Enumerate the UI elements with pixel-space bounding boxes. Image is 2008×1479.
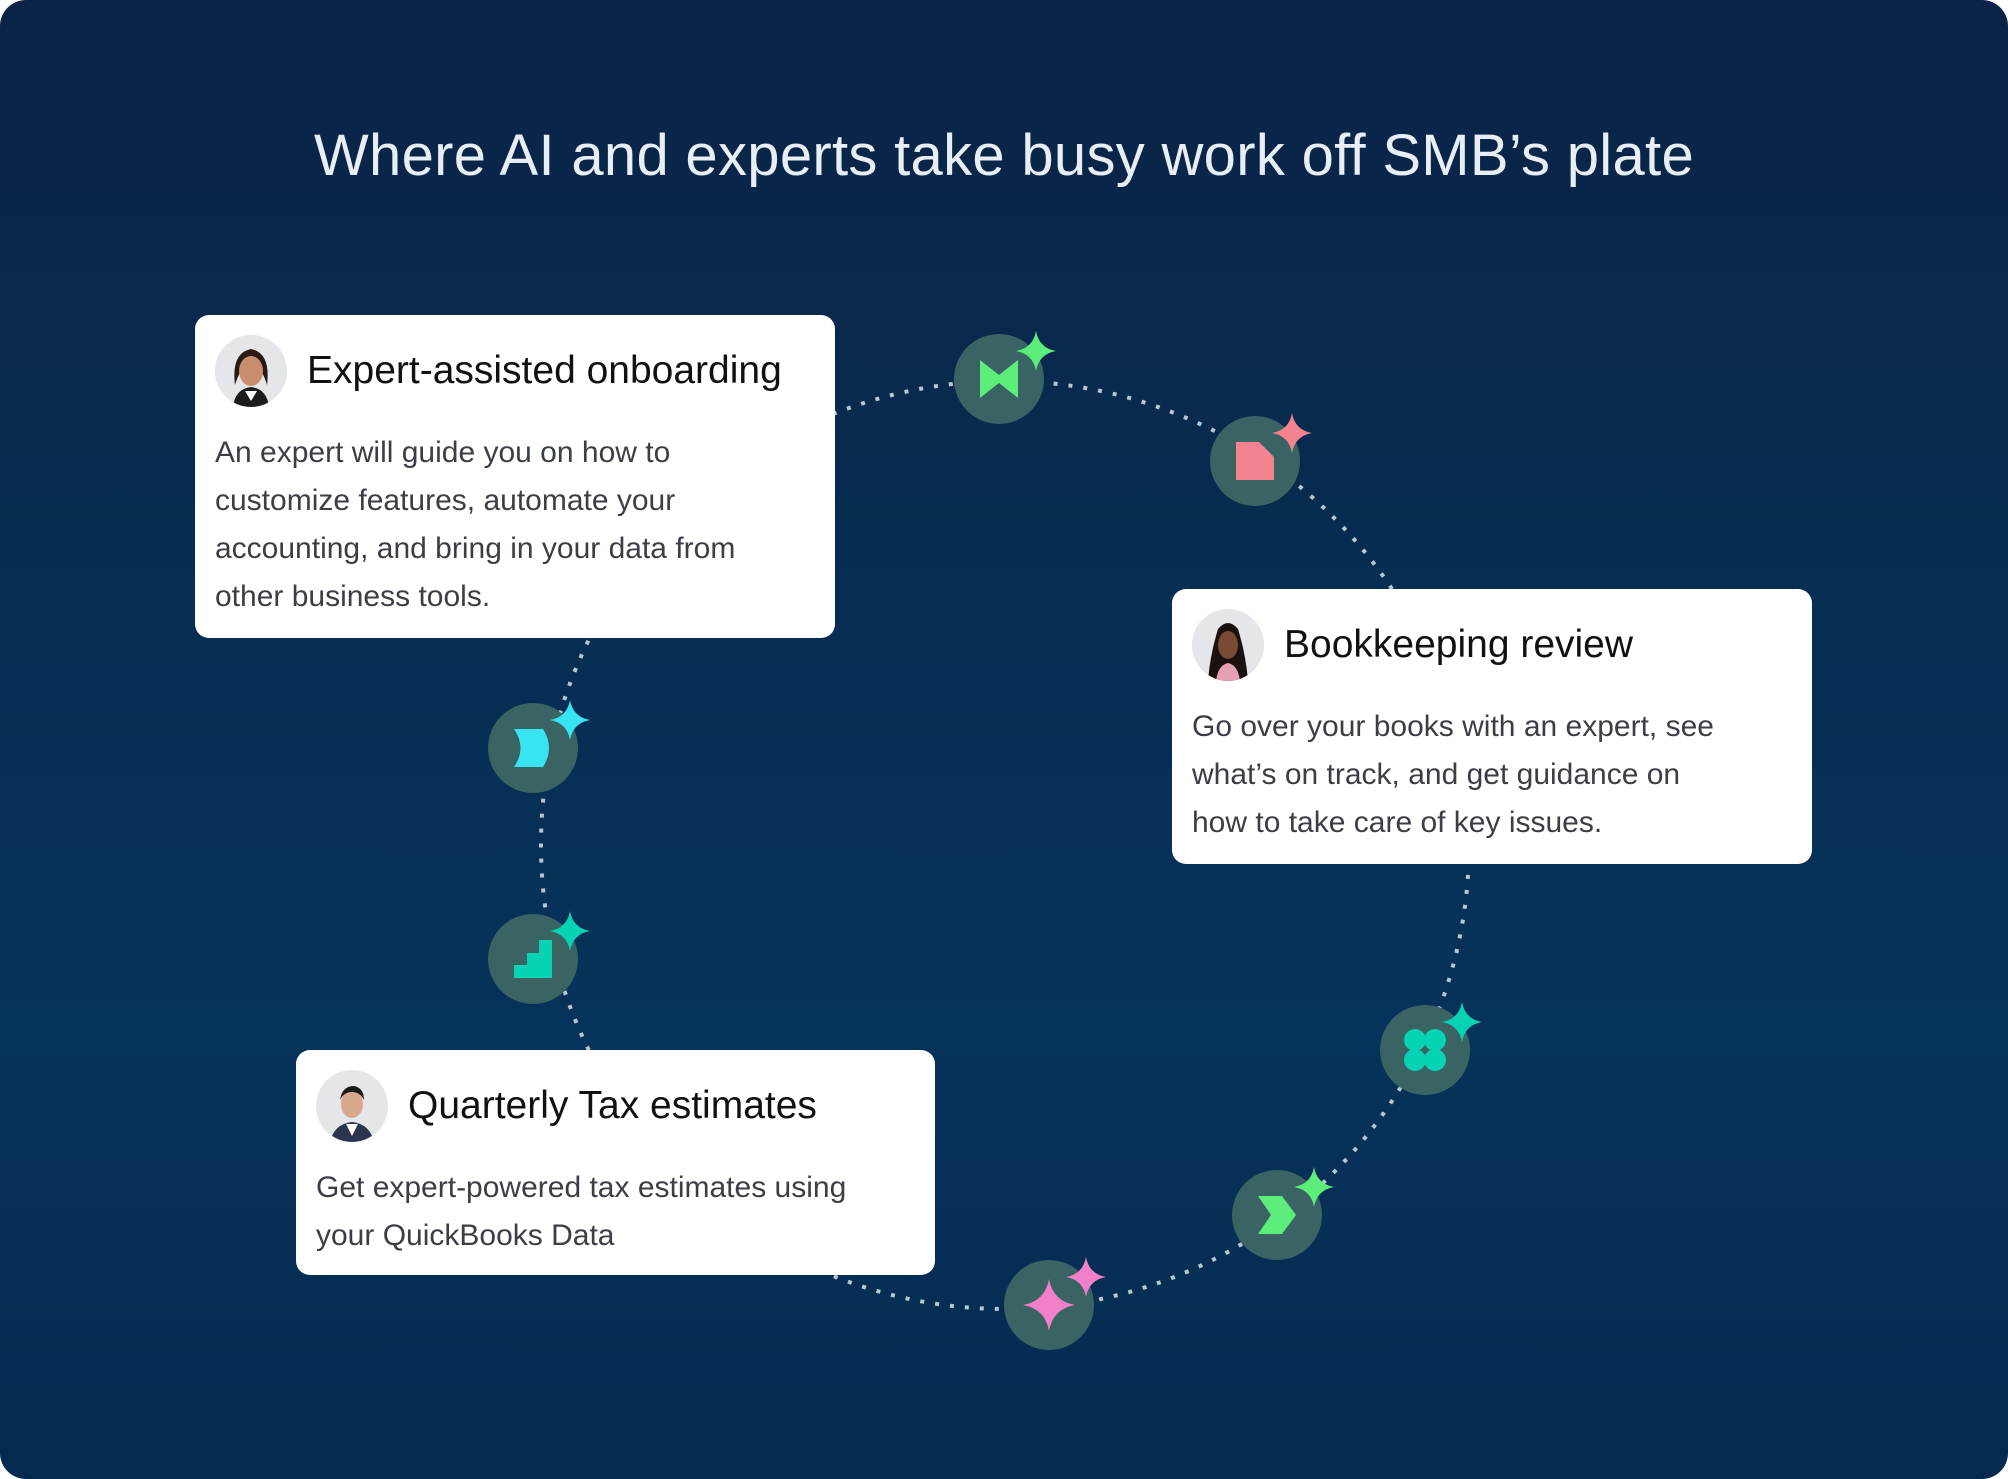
description-line: your QuickBooks Data — [316, 1219, 615, 1252]
card-description: Go over your books with an expert, see w… — [1192, 703, 1792, 847]
accent-sparkle-icon — [1442, 1002, 1482, 1042]
description-line: customize features, automate your — [215, 484, 676, 517]
accent-sparkle-icon — [550, 911, 590, 951]
cycle-node — [1232, 1167, 1334, 1260]
accent-sparkle-icon — [1294, 1167, 1334, 1207]
accent-sparkle-icon — [1272, 413, 1312, 453]
description-line: other business tools. — [215, 580, 491, 613]
card-bookkeeping-review: Bookkeeping review Go over your books wi… — [1172, 589, 1812, 864]
cycle-node — [954, 331, 1056, 424]
clover-icon — [1404, 1029, 1446, 1071]
chevron-icon — [1258, 1196, 1296, 1234]
description-line: what’s on track, and get guidance on — [1192, 758, 1681, 791]
sparkle-icon — [1023, 1279, 1075, 1331]
expert-avatar — [1192, 609, 1264, 681]
card-title: Bookkeeping review — [1284, 623, 1634, 666]
bowtie-icon — [980, 360, 1018, 398]
card-title: Quarterly Tax estimates — [408, 1084, 817, 1127]
description-line: An expert will guide you on how to — [215, 436, 671, 469]
description-line: accounting, and bring in your data from — [215, 532, 736, 565]
crescent-icon — [514, 729, 549, 767]
cycle-node — [1210, 413, 1312, 506]
expert-avatar — [215, 335, 287, 407]
stairs-icon — [514, 940, 552, 978]
card-expert-onboarding: Expert-assisted onboarding An expert wil… — [195, 315, 835, 638]
card-quarterly-tax: Quarterly Tax estimates Get expert-power… — [296, 1050, 935, 1275]
expert-avatar — [316, 1070, 388, 1142]
card-description: An expert will guide you on how to custo… — [215, 429, 815, 621]
node-circle — [1380, 1005, 1470, 1095]
cycle-node — [488, 911, 590, 1004]
accent-sparkle-icon — [1066, 1257, 1106, 1297]
folded-document-icon — [1236, 442, 1274, 480]
cycle-node — [1380, 1002, 1482, 1095]
description-line: Go over your books with an expert, see — [1192, 710, 1714, 743]
page-title: Where AI and experts take busy work off … — [313, 123, 1695, 188]
cycle-node — [1004, 1257, 1106, 1350]
card-description: Get expert-powered tax estimates using y… — [316, 1164, 915, 1260]
description-line: Get expert-powered tax estimates using — [316, 1171, 847, 1204]
cycle-node — [488, 700, 590, 793]
card-title: Expert-assisted onboarding — [307, 349, 782, 392]
accent-sparkle-icon — [1016, 331, 1056, 371]
accent-sparkle-icon — [550, 700, 590, 740]
description-line: how to take care of key issues. — [1192, 806, 1603, 839]
